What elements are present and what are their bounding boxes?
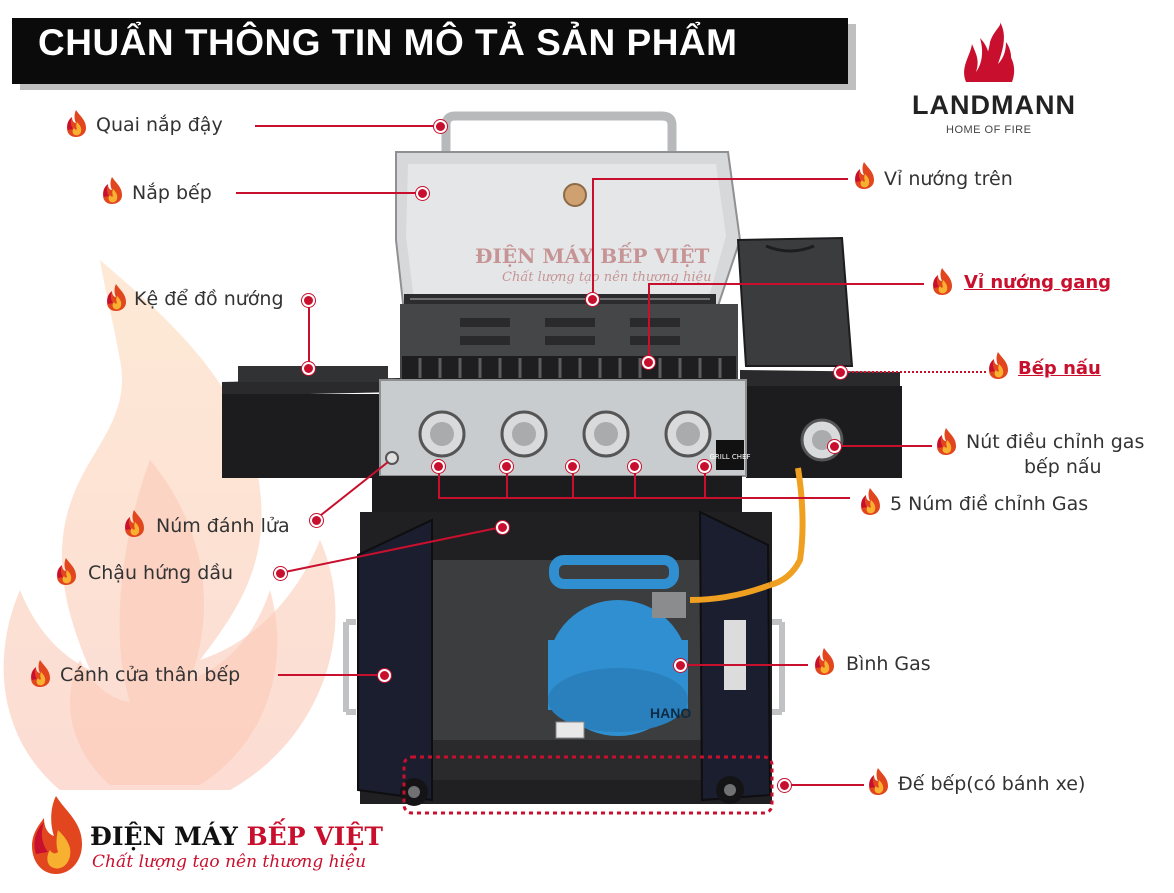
label-cabinet-door: Cánh cửa thân bếp bbox=[60, 664, 241, 686]
label-lid-handle: Quai nắp đậy bbox=[96, 114, 223, 136]
flame-icon bbox=[104, 282, 130, 312]
callout-dot-side-shelf-top bbox=[302, 294, 315, 307]
watermark-slogan: Chất lượng tạo nên thương hiệu bbox=[502, 270, 712, 285]
callout-dot-gas-tank bbox=[674, 659, 687, 672]
label-gas-knobs: 5 Núm điề chỉnh Gas bbox=[890, 493, 1089, 515]
callout-dot-base bbox=[778, 779, 791, 792]
callout-dot-cast-iron-grill bbox=[642, 356, 655, 369]
flame-icon bbox=[54, 556, 80, 586]
label-side-knob-line2: bếp nấu bbox=[1024, 456, 1102, 478]
flame-icon bbox=[64, 108, 90, 138]
callout-dot-knob-2 bbox=[500, 460, 513, 473]
dien-may-bep-viet-flame-logo-icon bbox=[32, 796, 82, 874]
callout-dot-knob-1 bbox=[432, 460, 445, 473]
callout-dot-knob-3 bbox=[566, 460, 579, 473]
label-cast-iron-grill: Vỉ nướng gang bbox=[964, 272, 1112, 293]
tank-brand-text: HANO bbox=[650, 705, 691, 721]
label-gas-tank: Bình Gas bbox=[846, 653, 931, 675]
flame-icon bbox=[934, 426, 960, 456]
flame-icon bbox=[812, 646, 838, 676]
callout-dot-side-burner bbox=[834, 366, 847, 379]
flame-icon bbox=[930, 266, 956, 296]
label-side-knob-line1: Nút điều chỉnh gas bbox=[966, 431, 1145, 453]
callout-dot-drip-tray bbox=[274, 567, 287, 580]
label-upper-grill: Vỉ nướng trên bbox=[884, 168, 1013, 190]
callout-dot-knob-5 bbox=[698, 460, 711, 473]
flame-icon bbox=[866, 766, 892, 796]
flame-icon bbox=[100, 175, 126, 205]
callout-dot-side-shelf bbox=[302, 362, 315, 375]
label-base: Đế bếp(có bánh xe) bbox=[898, 773, 1086, 795]
callout-dot-upper-grill bbox=[586, 293, 599, 306]
callout-dot-lid bbox=[416, 187, 429, 200]
label-side-burner: Bếp nấu bbox=[1018, 358, 1101, 379]
background-flame-graphic bbox=[3, 260, 336, 790]
brand-name: LANDMANN bbox=[912, 90, 1076, 120]
landmann-flame-logo-icon bbox=[964, 22, 1015, 82]
callout-dot-knob-4 bbox=[628, 460, 641, 473]
flame-icon bbox=[852, 160, 878, 190]
callout-dot-cabinet-door bbox=[378, 669, 391, 682]
flame-icon bbox=[986, 350, 1012, 380]
callout-dot-side-knob bbox=[828, 440, 841, 453]
brand-tagline: HOME OF FIRE bbox=[946, 124, 1032, 136]
logo-part2: BẾP VIỆT bbox=[246, 822, 383, 851]
label-igniter: Núm đánh lửa bbox=[156, 515, 290, 537]
callout-dot-lid-handle bbox=[434, 120, 447, 133]
page-title: CHUẨN THÔNG TIN MÔ TẢ SẢN PHẨM bbox=[38, 22, 738, 63]
flame-icon bbox=[122, 508, 148, 538]
logo-brand-name: ĐIỆN MÁY BẾP VIỆT bbox=[90, 822, 383, 851]
header-banner bbox=[12, 18, 848, 84]
label-side-shelf: Kệ để đồ nướng bbox=[134, 288, 284, 310]
flame-icon bbox=[858, 486, 884, 516]
logo-slogan: Chất lượng tạo nên thương hiệu bbox=[92, 852, 367, 872]
panel-badge: GRILL CHEF bbox=[710, 453, 751, 461]
callout-dot-igniter bbox=[310, 514, 323, 527]
logo-part1: ĐIỆN MÁY bbox=[90, 822, 247, 851]
label-drip-tray: Chậu hứng dầu bbox=[88, 562, 234, 584]
callout-dot-drip-tray-end bbox=[496, 521, 509, 534]
label-lid: Nắp bếp bbox=[132, 182, 212, 204]
flame-icon bbox=[28, 658, 54, 688]
